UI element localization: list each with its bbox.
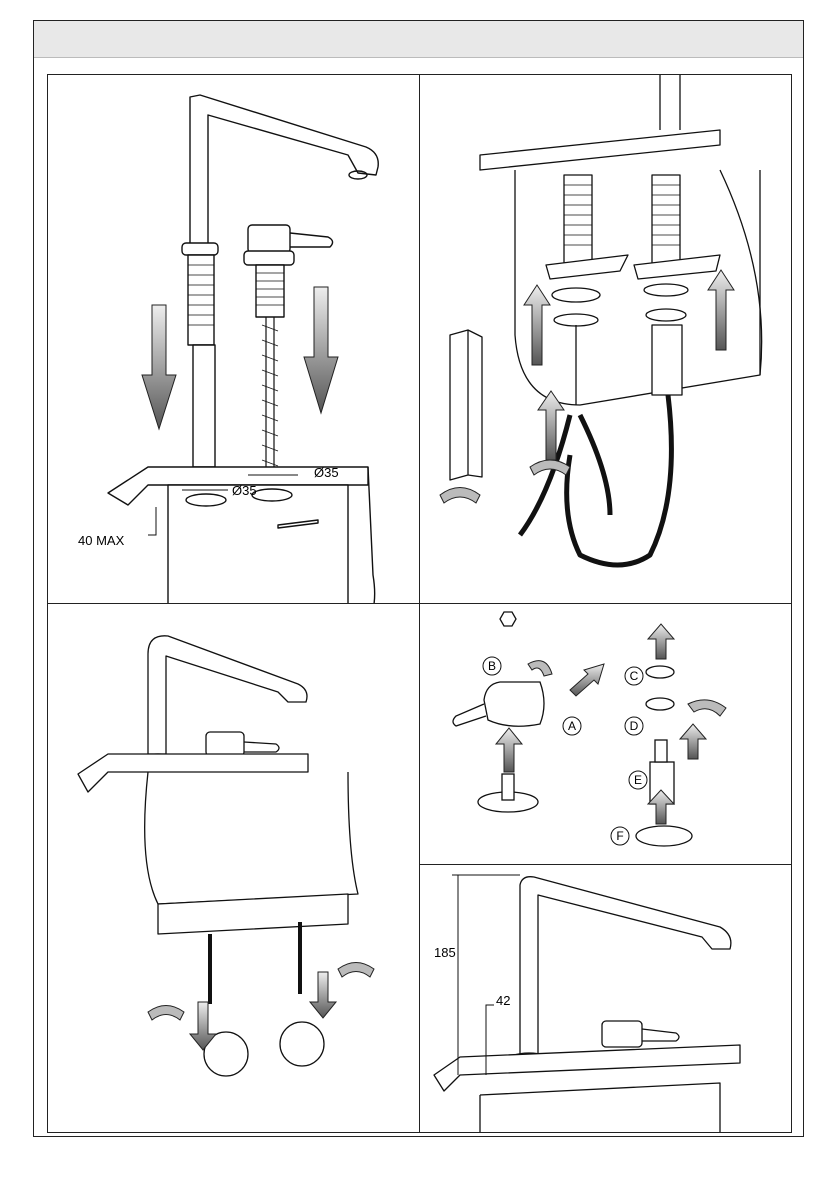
dim-hole-right: Ø35 — [314, 465, 339, 480]
callout-e: E — [634, 773, 642, 787]
illustration-insert-spout-mixer: Ø35 Ø35 40 MAX — [48, 75, 420, 604]
callout-a: A — [568, 719, 576, 733]
callout-c: C — [630, 669, 639, 683]
down-arrow-icon — [190, 1002, 216, 1050]
callout-d: D — [630, 719, 639, 733]
rotate-arrow-icon — [528, 661, 552, 676]
up-arrow-icon — [680, 724, 706, 759]
up-arrow-icon — [648, 624, 674, 659]
down-arrow-icon — [142, 305, 176, 429]
diagonal-arrow-icon — [570, 664, 604, 696]
instruction-page-frame: Ø35 Ø35 40 MAX — [33, 20, 804, 1137]
down-arrow-icon — [310, 972, 336, 1018]
callout-b: B — [488, 659, 496, 673]
panel-step-4-cartridge: A B C D E F — [419, 603, 792, 865]
dim-total-height: 185 — [434, 945, 456, 960]
panel-step-5-dimensions: 185 42 — [419, 864, 792, 1133]
header-bar — [34, 21, 803, 58]
callout-f: F — [616, 829, 623, 843]
up-arrow-icon — [524, 285, 550, 365]
dim-spout-offset: 42 — [496, 993, 510, 1008]
illustration-hose-connection — [48, 604, 420, 1133]
up-arrow-icon — [496, 728, 522, 772]
up-arrow-icon — [708, 270, 734, 350]
rotate-arrow-icon — [338, 963, 374, 978]
panel-step-3-connect — [47, 603, 420, 1133]
down-arrow-icon — [304, 287, 338, 413]
dim-hole-left: Ø35 — [232, 483, 257, 498]
dim-max-thickness: 40 MAX — [78, 533, 125, 548]
rotate-arrow-icon — [440, 488, 480, 504]
panel-step-2-fix — [419, 74, 792, 604]
hex-key-icon — [500, 612, 516, 626]
rotate-arrow-icon — [688, 700, 726, 716]
illustration-fixing-underside — [420, 75, 792, 604]
illustration-cartridge-exploded: A B C D E F — [420, 604, 792, 865]
panel-step-1-insert: Ø35 Ø35 40 MAX — [47, 74, 420, 604]
rotate-arrow-icon — [148, 1006, 184, 1021]
illustration-dimensions: 185 42 — [420, 865, 792, 1133]
